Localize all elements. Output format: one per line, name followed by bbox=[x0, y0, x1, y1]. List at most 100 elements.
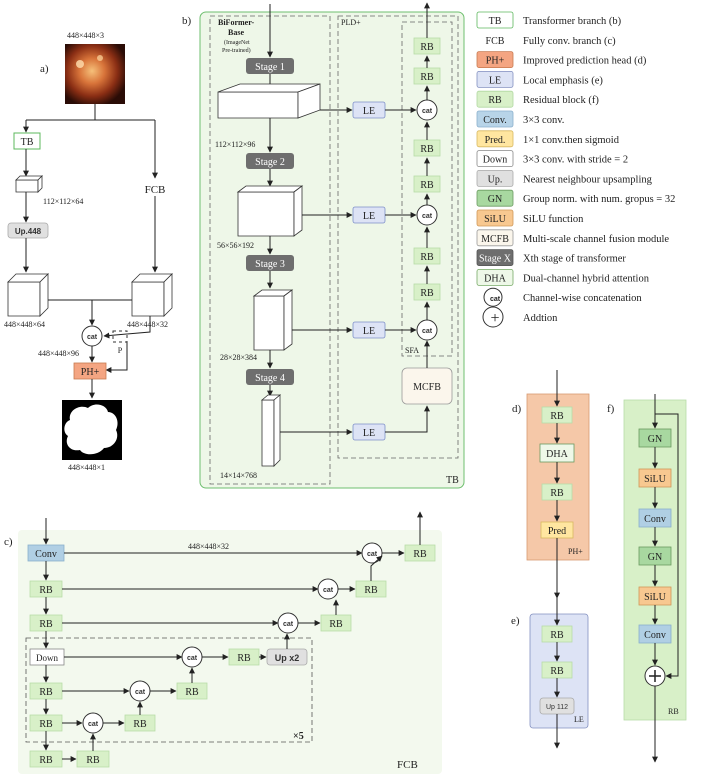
panel-b: b) TB BiFormer- Base (ImageNet Pre-train… bbox=[182, 2, 465, 489]
output-mask bbox=[62, 400, 122, 460]
p-dashed-block bbox=[112, 330, 128, 343]
svg-text:RB: RB bbox=[39, 585, 53, 596]
cube-stage-3 bbox=[252, 289, 294, 351]
le-box-1: LE bbox=[352, 101, 386, 119]
rb-b-5: RB bbox=[413, 67, 441, 85]
silu-f-2: SiLU bbox=[638, 586, 672, 606]
dim-cat: 448×448×96 bbox=[38, 349, 79, 358]
svg-text:LE: LE bbox=[363, 211, 375, 222]
ph-plus-label: PH+ bbox=[81, 367, 100, 378]
legend-item: PH+Improved prediction head (d) bbox=[476, 51, 647, 68]
rb-c-r5: RB bbox=[176, 682, 208, 700]
legend-key: RB bbox=[488, 95, 502, 106]
svg-text:RB: RB bbox=[550, 666, 564, 677]
fcb-container-label: FCB bbox=[397, 759, 418, 771]
panel-d: d) PH+ RB DHA RB Pred bbox=[512, 370, 590, 599]
rb-c-2: RB bbox=[29, 614, 63, 632]
cube-stage-4 bbox=[260, 394, 282, 467]
rb-d-1: RB bbox=[541, 406, 573, 424]
svg-text:RB: RB bbox=[413, 549, 427, 560]
panel-a: a) 448×448×3 TB FCB 112×112×64 Up.448 bbox=[4, 31, 173, 472]
cat-label-a: cat bbox=[87, 334, 98, 341]
legend-key-shape bbox=[476, 130, 514, 148]
rb-c-r4: RB bbox=[228, 648, 260, 666]
rb-c-6: RB bbox=[76, 750, 110, 768]
tb-container-label: TB bbox=[446, 475, 459, 486]
legend-key: Up. bbox=[488, 174, 503, 185]
dim-3: 28×28×384 bbox=[220, 353, 257, 362]
legend-description: Transformer branch (b) bbox=[523, 16, 622, 27]
rb-d-2: RB bbox=[541, 483, 573, 501]
svg-text:Conv: Conv bbox=[644, 630, 666, 641]
svg-text:RB: RB bbox=[86, 755, 100, 766]
svg-text:cat: cat bbox=[88, 721, 99, 728]
svg-text:GN: GN bbox=[648, 434, 662, 445]
legend-key-shape bbox=[476, 90, 514, 108]
legend-key: + bbox=[490, 310, 499, 327]
svg-text:RB: RB bbox=[550, 630, 564, 641]
svg-text:RB: RB bbox=[364, 585, 378, 596]
svg-text:RB: RB bbox=[39, 719, 53, 730]
label-b: b) bbox=[182, 15, 192, 27]
fcb-label: FCB bbox=[145, 184, 166, 196]
legend-key: TB bbox=[489, 16, 502, 27]
backbone-sub1: (ImageNet bbox=[224, 39, 250, 46]
svg-text:RB: RB bbox=[550, 411, 564, 422]
rb-c-out: RB bbox=[404, 544, 436, 562]
legend-key: cat bbox=[490, 296, 501, 303]
legend-key-shape bbox=[483, 287, 503, 307]
svg-text:RB: RB bbox=[420, 144, 434, 155]
legend-key-shape bbox=[476, 51, 514, 68]
dim-2: 56×56×192 bbox=[217, 241, 254, 250]
svg-text:LE: LE bbox=[363, 428, 375, 439]
legend-key: FCB bbox=[486, 36, 505, 47]
rb-container-label: RB bbox=[668, 707, 679, 716]
legend-description: 3×3 conv. bbox=[523, 115, 564, 126]
rb-e-1: RB bbox=[541, 625, 573, 643]
backbone-title2: Base bbox=[228, 28, 244, 37]
legend-key: DHA bbox=[484, 273, 506, 284]
silu-f-1: SiLU bbox=[638, 468, 672, 488]
le-box-2: LE bbox=[352, 206, 386, 224]
sfa-label: SFA bbox=[405, 346, 419, 355]
legend-item: DHA Dual-channel hybrid attention bbox=[476, 268, 650, 286]
svg-text:SiLU: SiLU bbox=[644, 592, 666, 603]
conv-c-label: Conv bbox=[35, 549, 57, 560]
stage-4-label: Stage 4 bbox=[255, 373, 285, 384]
rb-e-2: RB bbox=[541, 661, 573, 679]
stage-2-label: Stage 2 bbox=[255, 157, 285, 168]
label-a: a) bbox=[40, 63, 49, 75]
legend-key: MCFB bbox=[481, 234, 509, 245]
dha-label: DHA bbox=[546, 449, 568, 460]
svg-text:LE: LE bbox=[363, 326, 375, 337]
legend-key: GN bbox=[488, 194, 502, 205]
legend-description: SiLU function bbox=[523, 214, 584, 225]
feature-cube-right bbox=[131, 273, 173, 317]
legend-key-shape bbox=[476, 189, 514, 207]
legend-description: Local emphasis (e) bbox=[523, 75, 603, 86]
legend-description: Dual-channel hybrid attention bbox=[523, 273, 650, 284]
panel-f: f) RB GN SiLU Conv GN SiLU Conv bbox=[607, 394, 687, 763]
tb-label: TB bbox=[21, 137, 34, 148]
stage-2 bbox=[246, 153, 294, 169]
repeat-x5: ×5 bbox=[293, 731, 304, 742]
rb-b-4: RB bbox=[413, 139, 441, 157]
rb-c-4: RB bbox=[29, 714, 63, 732]
gn-f-1: GN bbox=[638, 428, 672, 448]
legend-key-shape bbox=[476, 249, 514, 267]
legend-key-shape bbox=[476, 31, 514, 49]
svg-text:RB: RB bbox=[39, 687, 53, 698]
svg-text:RB: RB bbox=[420, 288, 434, 299]
tb-box bbox=[13, 132, 41, 150]
feature-cube-small bbox=[15, 175, 43, 193]
rb-b-1: RB bbox=[413, 283, 441, 301]
legend-item: TB Transformer branch (b) bbox=[476, 11, 622, 29]
